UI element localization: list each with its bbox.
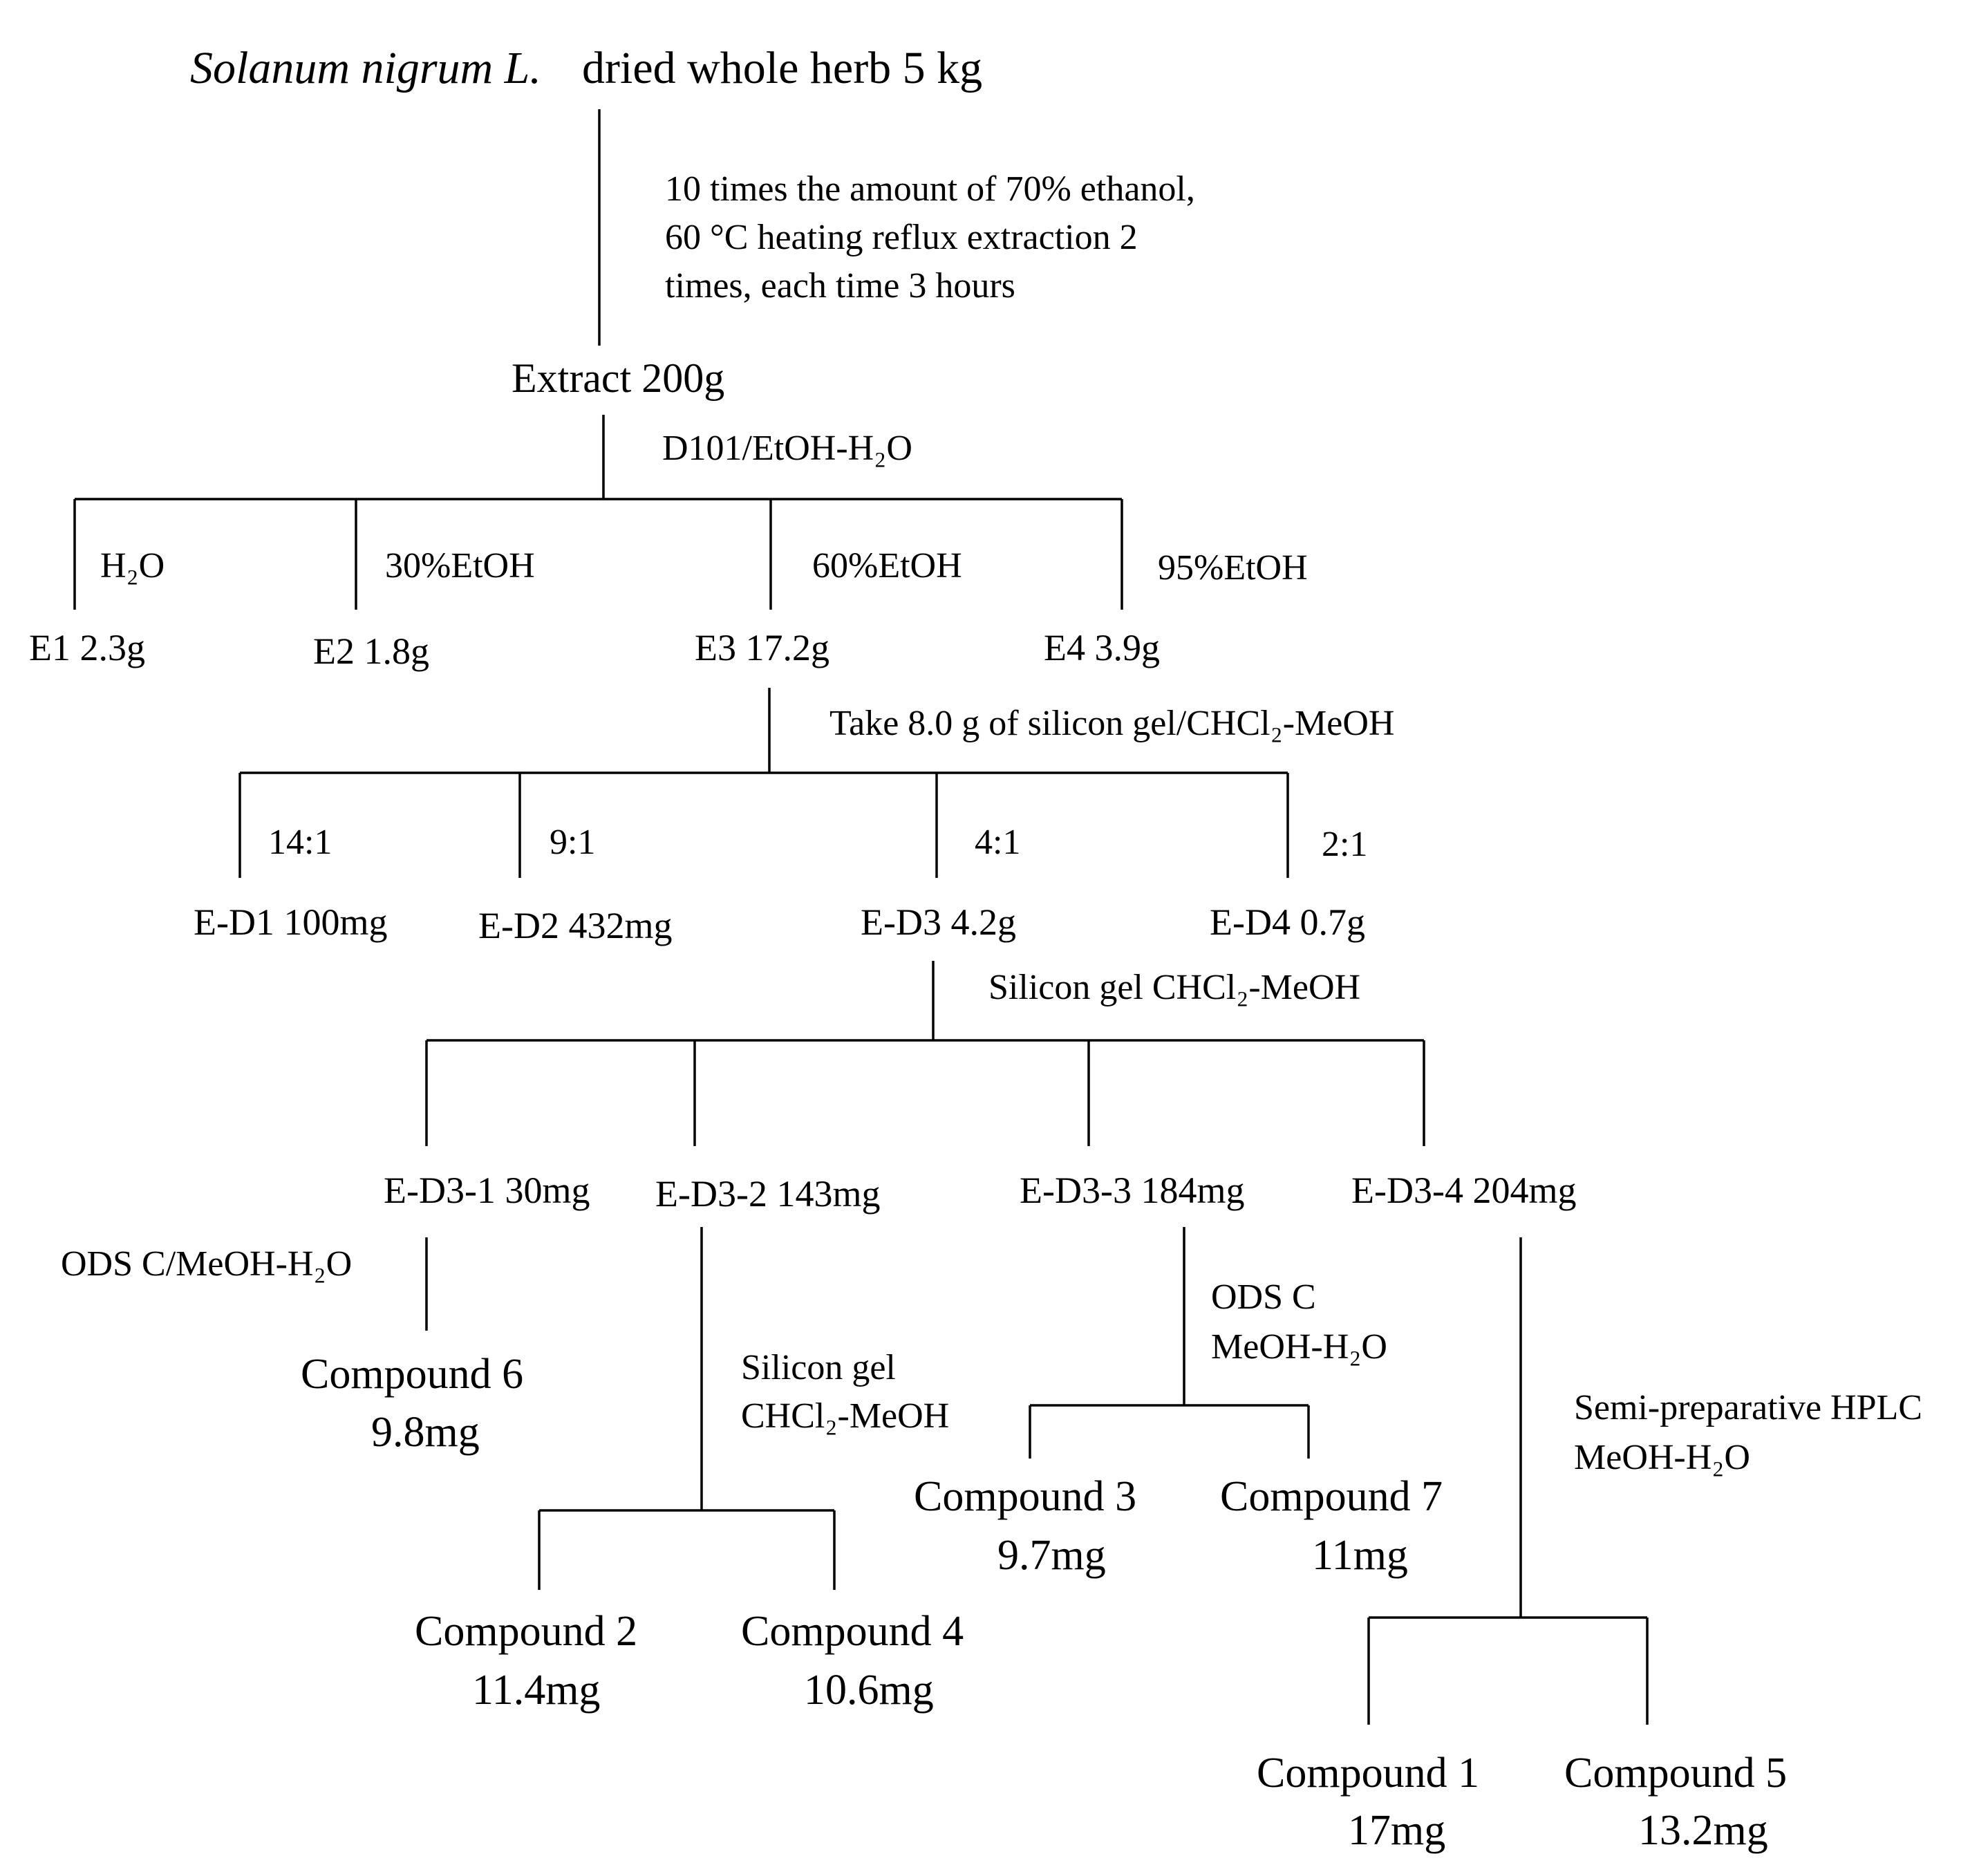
extraction-line-3: times, each time 3 hours [665,266,1015,306]
ed31-method: ODS C/MeOH-H₂O [61,1244,352,1284]
compound-3-mass: 9.7mg [997,1532,1106,1579]
ratio-4-1: 4:1 [975,823,1020,862]
ratio-2-1: 2:1 [1322,825,1367,864]
extraction-line-2: 60 °C heating reflux extraction 2 [665,218,1138,257]
compound-7-name: Compound 7 [1220,1473,1443,1520]
fraction-e1: E1 2.3g [29,627,145,668]
ed32-method-line-1: Silicon gel [741,1348,896,1387]
extract-node: Extract 200g [512,355,724,401]
compound-1-name: Compound 1 [1257,1750,1479,1797]
fraction-ed2: E-D2 432mg [478,905,672,946]
compound-5-mass: 13.2mg [1638,1807,1768,1854]
compound-1-mass: 17mg [1348,1807,1445,1854]
fraction-ed3: E-D3 4.2g [861,901,1016,943]
eluent-95-etoh: 95%EtOH [1158,548,1308,588]
fraction-e2: E2 1.8g [313,630,429,672]
eluent-60-etoh: 60%EtOH [812,546,962,585]
fraction-ed3-3: E-D3-3 184mg [1020,1170,1244,1211]
compound-4-name: Compound 4 [741,1608,964,1655]
compound-3-name: Compound 3 [914,1473,1136,1520]
ed33-method-line-1: ODS C [1211,1277,1316,1317]
compound-7-mass: 11mg [1312,1532,1408,1579]
root-material: dried whole herb 5 kg [582,43,982,93]
fraction-ed3-1: E-D3-1 30mg [384,1170,590,1211]
ratio-14-1: 14:1 [268,823,332,862]
compound-5-name: Compound 5 [1564,1750,1787,1797]
fraction-ed3-4: E-D3-4 204mg [1351,1170,1576,1211]
ed32-method-line-2: CHCl₂-MeOH [741,1396,949,1436]
compound-6-mass: 9.8mg [371,1409,480,1456]
ed34-method-line-2: MeOH-H₂O [1574,1438,1750,1477]
root-species: Solanum nigrum L. [190,43,541,93]
fraction-ed3-2: E-D3-2 143mg [655,1173,880,1215]
compound-6-name: Compound 6 [301,1351,523,1398]
ed34-method-line-1: Semi-preparative HPLC [1574,1388,1922,1427]
fraction-ed4: E-D4 0.7g [1210,901,1365,943]
compound-2-mass: 11.4mg [472,1667,600,1714]
fraction-e3: E3 17.2g [695,627,829,668]
extract-method: D101/EtOH-H₂O [662,429,912,468]
eluent-30-etoh: 30%EtOH [385,546,535,585]
compound-2-name: Compound 2 [415,1608,637,1655]
eluent-h2o: H₂O [100,546,165,585]
compound-4-mass: 10.6mg [804,1667,934,1714]
fraction-e4: E4 3.9g [1044,627,1160,668]
e3-method: Take 8.0 g of silicon gel/CHCl₂-MeOH [829,704,1394,743]
extraction-line-1: 10 times the amount of 70% ethanol, [665,169,1195,209]
ed33-method-line-2: MeOH-H₂O [1211,1327,1387,1367]
fraction-ed1: E-D1 100mg [194,901,387,943]
ed3-method: Silicon gel CHCl₂-MeOH [988,968,1360,1007]
ratio-9-1: 9:1 [550,823,595,862]
